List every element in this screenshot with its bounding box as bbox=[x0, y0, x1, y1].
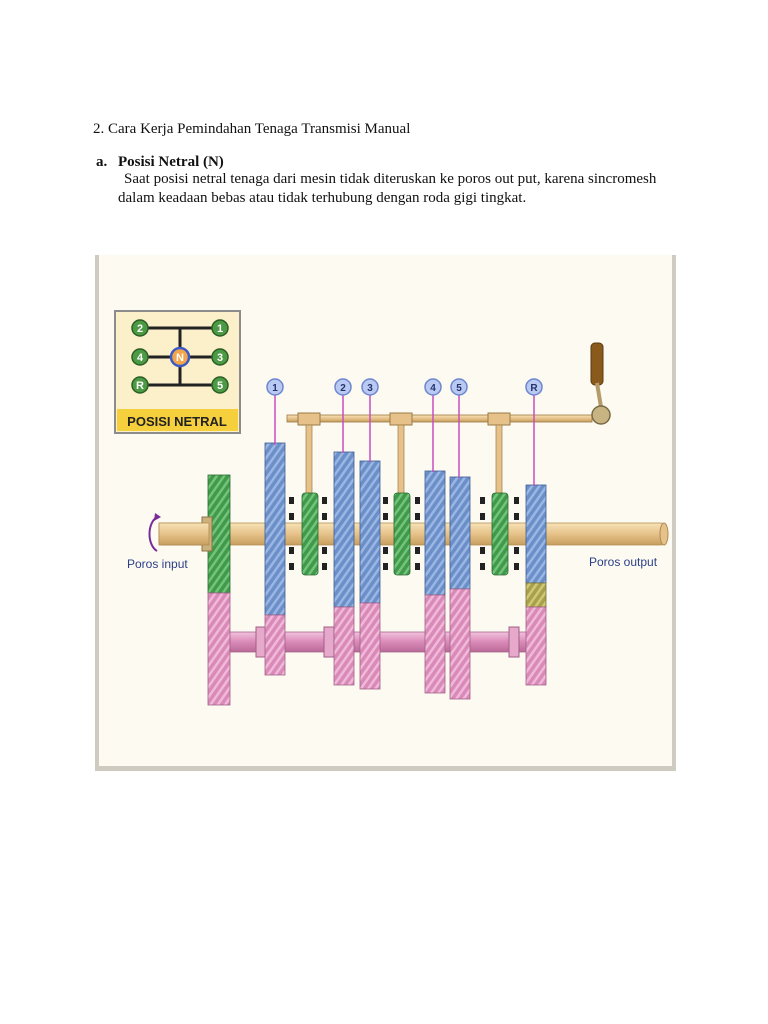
input-shaft bbox=[148, 513, 210, 552]
shift-pos-r: R bbox=[136, 380, 144, 392]
gear-1 bbox=[264, 442, 286, 676]
subsection-title-text: Posisi Netral (N) bbox=[118, 154, 224, 170]
gear-label-1: 1 bbox=[266, 378, 284, 445]
shift-pos-n: N bbox=[176, 352, 184, 364]
shift-pattern-box: 2 1 4 N 3 R 5 POSISI NETRAL bbox=[114, 310, 241, 434]
gear-label-5-text: 5 bbox=[456, 383, 462, 394]
input-shaft-label: Poros input bbox=[127, 557, 188, 571]
gear-label-2-text: 2 bbox=[340, 383, 346, 394]
body-paragraph: Saat posisi netral tenaga dari mesin tid… bbox=[118, 170, 688, 208]
synchro-1-2 bbox=[289, 492, 327, 576]
paragraph-line-2: dalam keadaan bebas atau tidak terhubung… bbox=[118, 190, 527, 206]
gear-label-r: R bbox=[525, 378, 543, 486]
gear-label-5: 5 bbox=[450, 378, 468, 478]
paragraph-line-1: Saat posisi netral tenaga dari mesin tid… bbox=[124, 171, 657, 187]
transmission-diagram: 2 1 4 N 3 R 5 POSISI NETRAL bbox=[95, 255, 676, 771]
shift-pos-2: 2 bbox=[137, 323, 143, 335]
gear-r bbox=[525, 484, 547, 686]
shift-rail bbox=[286, 342, 611, 425]
gear-4 bbox=[424, 470, 446, 694]
gear-label-3-text: 3 bbox=[367, 383, 373, 394]
shift-forks bbox=[297, 412, 511, 494]
gear-3 bbox=[359, 460, 381, 690]
output-shaft-label: Poros output bbox=[589, 555, 658, 569]
gear-label-2: 2 bbox=[334, 378, 352, 453]
input-gear bbox=[201, 474, 231, 706]
shift-pos-4: 4 bbox=[137, 352, 144, 364]
subsection-title: a. Posisi Netral (N) bbox=[96, 154, 224, 171]
shift-pos-3: 3 bbox=[217, 352, 223, 364]
gear-label-1-text: 1 bbox=[272, 383, 278, 394]
shift-pos-5: 5 bbox=[217, 380, 223, 392]
section-heading: 2. Cara Kerja Pemindahan Tenaga Transmis… bbox=[93, 121, 411, 137]
shift-pos-1: 1 bbox=[217, 323, 223, 335]
synchro-3-4 bbox=[383, 492, 420, 576]
synchro-5-r bbox=[480, 492, 519, 576]
transmission-illustration: 2 1 4 N 3 R 5 POSISI NETRAL bbox=[114, 310, 669, 706]
gear-label-3: 3 bbox=[361, 378, 379, 462]
output-shaft bbox=[158, 522, 669, 546]
gear-label-4: 4 bbox=[424, 378, 442, 472]
shift-pattern-title: POSISI NETRAL bbox=[127, 414, 227, 429]
gear-label-4-text: 4 bbox=[430, 383, 436, 394]
gear-2 bbox=[333, 451, 355, 686]
subsection-letter: a. bbox=[96, 154, 108, 170]
gear-5 bbox=[449, 476, 471, 700]
gear-label-r-text: R bbox=[530, 383, 538, 394]
